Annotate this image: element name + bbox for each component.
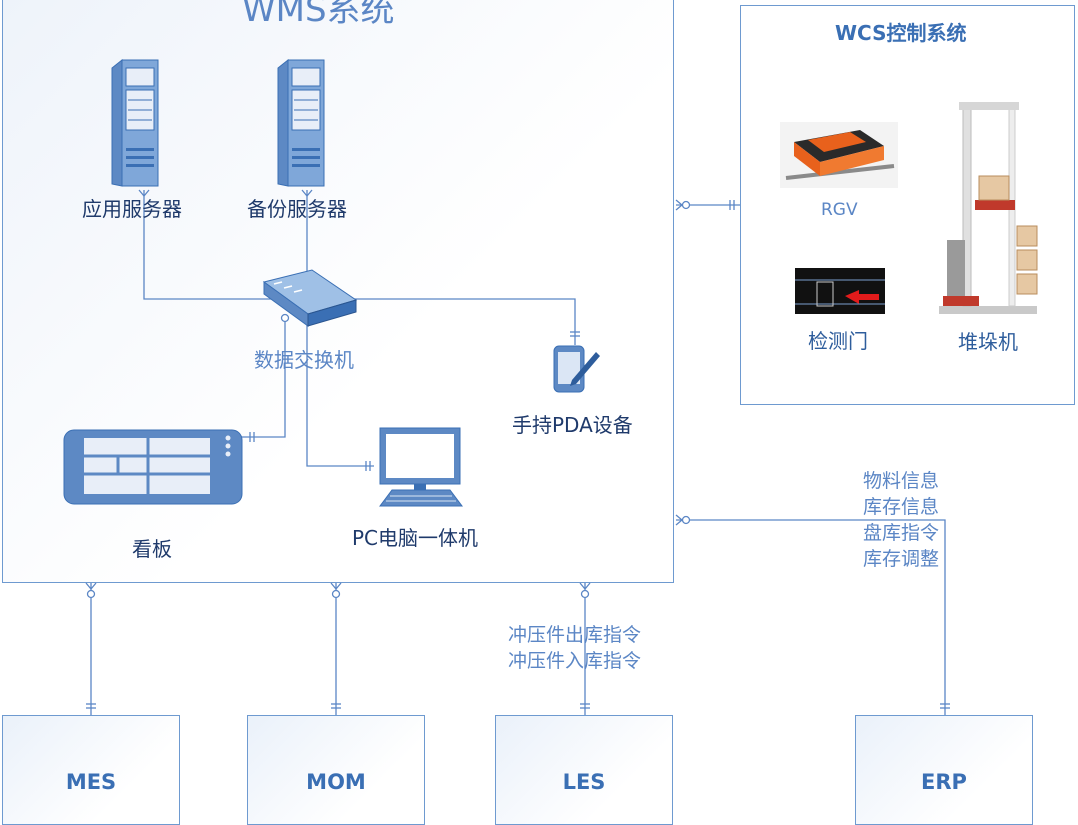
backup-server-icon (277, 58, 325, 187)
wcs-system-box (740, 5, 1075, 405)
mom-label: MOM (306, 770, 366, 794)
stacker-crane-icon (939, 102, 1038, 314)
les-box: LES (495, 715, 673, 825)
rgv-vehicle-icon (780, 122, 898, 188)
stacker-label: 堆垛机 (958, 330, 1018, 354)
kanban-label: 看板 (132, 537, 172, 561)
erp-flow-item: 物料信息 (863, 470, 940, 492)
les-label: LES (562, 770, 606, 794)
kanban-board-icon (63, 429, 243, 505)
pda-label: 手持PDA设备 (512, 413, 633, 437)
wms-title: WMS系统 (242, 0, 395, 30)
erp-flow-item: 盘库指令 (863, 522, 940, 544)
erp-label: ERP (921, 770, 967, 794)
switch-label: 数据交换机 (254, 348, 354, 372)
erp-flow-item: 库存信息 (863, 496, 940, 518)
pc-monitor-icon (379, 427, 463, 507)
mes-label: MES (65, 770, 117, 794)
les-flow-item: 冲压件出库指令 (508, 624, 642, 646)
network-switch-icon (262, 269, 358, 327)
erp-flow-labels: 物料信息 库存信息 盘库指令 库存调整 (863, 468, 939, 572)
mes-box: MES (2, 715, 180, 825)
app-server-label: 应用服务器 (82, 197, 182, 221)
erp-flow-item: 库存调整 (863, 548, 940, 570)
rgv-label: RGV (821, 200, 858, 220)
wcs-title: WCS控制系统 (835, 21, 967, 45)
les-flow-labels: 冲压件出库指令 冲压件入库指令 (508, 622, 641, 674)
app-server-icon (111, 58, 159, 187)
mom-box: MOM (247, 715, 425, 825)
gate-label: 检测门 (808, 329, 868, 353)
pc-label: PC电脑一体机 (352, 526, 479, 550)
erp-box: ERP (855, 715, 1033, 825)
inspection-gate-icon (795, 268, 885, 314)
wms-erp-line (676, 519, 946, 715)
app-server-pda-line (143, 190, 576, 345)
backup-server-label: 备份服务器 (247, 197, 347, 221)
les-flow-item: 冲压件入库指令 (508, 650, 642, 672)
pda-device-icon (553, 345, 600, 393)
switch-kanban-line (240, 316, 286, 438)
